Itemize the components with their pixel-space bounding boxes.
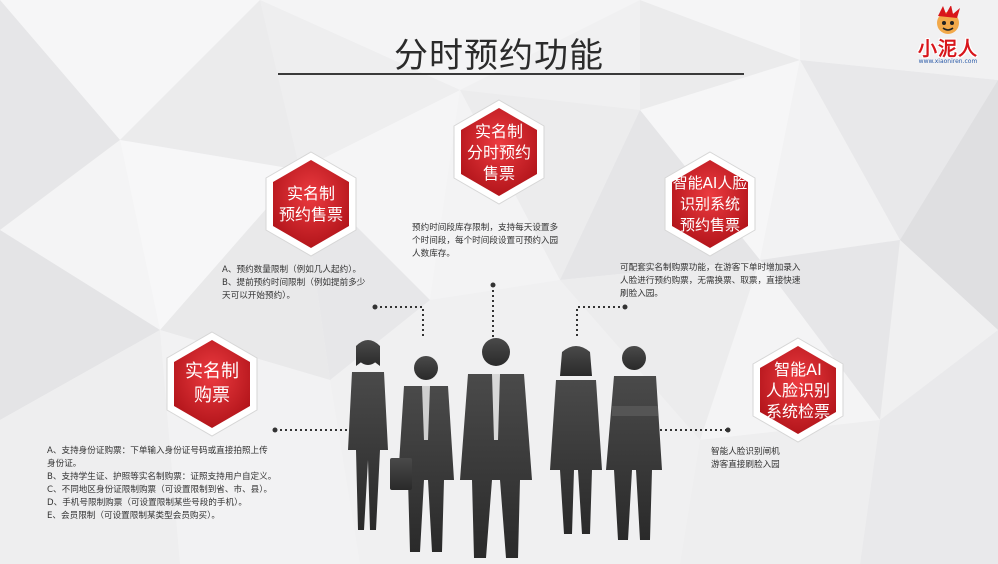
man-silhouette-right	[606, 346, 662, 540]
hexagon-shape	[664, 151, 756, 257]
woman-silhouette-right	[550, 346, 602, 534]
feature-badge-realname-booking: 实名制 预约售票	[257, 150, 365, 258]
feature-label: 智能AI人脸 识别系统 预约售票	[672, 173, 748, 234]
feature-badge-ai-face-check: 智能AI 人脸识别 系统检票	[744, 336, 852, 444]
feature-description-realname-timeslot: 预约时间段库存限制，支持每天设置多 个时间段，每个时间段设置可预约入园 人数库存…	[412, 223, 559, 259]
feature-label: 实名制 预约售票	[278, 184, 343, 224]
man-silhouette-briefcase	[390, 356, 454, 552]
business-people-silhouettes	[348, 338, 662, 558]
feature-badge-realname-timeslot: 实名制 分时预约 售票	[445, 98, 553, 206]
feature-label: 实名制 购票	[185, 361, 239, 406]
logo-text: 小泥人	[917, 38, 978, 60]
logo-url: www.xiaoniren.com	[918, 58, 978, 65]
feature-description-realname-booking: A、预约数量限制（例如几人起约）。 B、提前预约时间限制（例如提前多少 天可以开…	[222, 265, 366, 301]
page-title: 分时预约功能	[394, 36, 604, 76]
title-underline	[278, 73, 744, 75]
hexagon-shape	[265, 151, 357, 257]
hexagon-shape	[752, 337, 844, 443]
feature-description-realname-purchase: A、支持身份证购票：下单输入身份证号码或直接拍照上传 身份证。 B、支持学生证、…	[47, 446, 277, 521]
mascot-icon	[937, 6, 960, 34]
woman-silhouette-left	[348, 340, 388, 530]
feature-label: 智能AI 人脸识别 系统检票	[765, 359, 830, 421]
hexagon-shape	[453, 99, 545, 205]
feature-description-ai-face-booking: 可配套实名制购票功能，在游客下单时增加录入 人脸进行预约购票，无需换票、取票，直…	[620, 263, 801, 299]
feature-badge-ai-face-booking: 智能AI人脸 识别系统 预约售票	[656, 150, 764, 258]
feature-badge-realname-purchase: 实名制 购票	[158, 330, 266, 438]
man-silhouette-center	[460, 338, 532, 558]
feature-description-ai-face-check: 智能人脸识别闸机 游客直接刷脸入园	[711, 447, 780, 470]
brand-logo: 小泥人 www.xiaoniren.com	[905, 6, 991, 68]
feature-label: 实名制 分时预约 售票	[466, 121, 531, 183]
hexagon-shape	[166, 331, 258, 437]
